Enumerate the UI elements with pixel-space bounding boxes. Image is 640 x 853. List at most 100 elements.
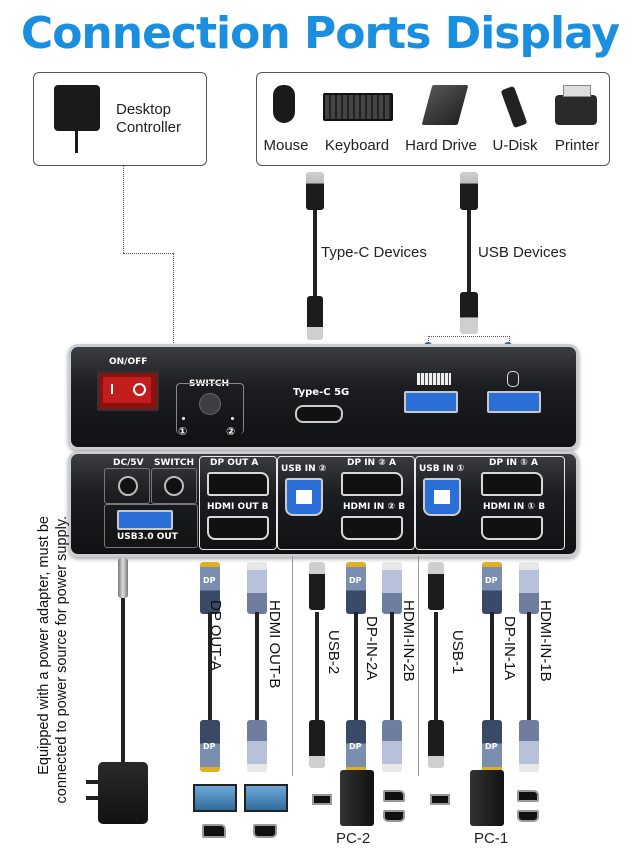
keyboard-icon <box>323 93 393 121</box>
pc-2-label: PC-2 <box>336 830 371 847</box>
monitor-a-port-icon <box>202 824 226 838</box>
cable-dp-in-1a-dp-text-bottom: DP <box>485 742 498 751</box>
typec-port-label: Type-C 5G <box>293 387 350 398</box>
cable-dp-in-1a-plug-bottom <box>482 720 502 772</box>
controller-cord <box>75 131 78 153</box>
dc-power-port[interactable] <box>118 476 138 496</box>
device-label-u-disk: U-Disk <box>492 137 538 154</box>
usb-in-1-port[interactable] <box>423 478 461 516</box>
kvm-back-panel: DC/5V SWITCH USB3.0 OUT DP OUT A HDMI OU… <box>68 451 579 557</box>
hdmi-out-b-port[interactable] <box>207 516 269 540</box>
usb-cable-bottom-plug <box>460 292 478 334</box>
back-switch-label: SWITCH <box>154 458 195 468</box>
monitor-icon-a <box>193 784 237 812</box>
input-2-port-group <box>277 456 415 550</box>
front-usb-port-mouse[interactable] <box>487 391 541 413</box>
power-switch[interactable] <box>97 371 159 411</box>
cable-label-dp-out-a: DP OUT-A <box>207 600 224 671</box>
typec-port[interactable] <box>295 405 343 423</box>
switch-button[interactable] <box>199 393 221 415</box>
cable-hdmi-in-2b-wire <box>390 612 394 722</box>
hdmi-in-1b-port[interactable] <box>481 516 543 540</box>
pc-2-usb-port-icon <box>312 794 332 805</box>
hdmi-out-b-label: HDMI OUT B <box>207 502 269 512</box>
kvm-front-panel: ON/OFF SWITCH ① ② Type-C 5G <box>68 344 579 450</box>
typec-cable-bottom-plug <box>307 296 323 340</box>
cable-dp-in-2a-dp-text-bottom: DP <box>349 742 362 751</box>
power-adapter-prongs <box>86 780 98 784</box>
u-disk-icon <box>500 85 528 129</box>
cable-usb-1-plug-top <box>428 562 444 610</box>
cable-hdmi-in-2b-plug-top <box>382 562 402 614</box>
usb3-out-frame <box>104 504 198 548</box>
cable-dp-in-1a-wire <box>490 612 494 722</box>
typec-devices-label: Type-C Devices <box>321 244 427 261</box>
cable-dp-in-2a-plug-bottom <box>346 720 366 772</box>
cable-hdmi-in-2b-plug-bottom <box>382 720 402 772</box>
front-switch-frame <box>176 383 244 434</box>
controller-dotted-line-h <box>123 253 173 254</box>
cable-hdmi-in-1b-wire <box>527 612 531 722</box>
dp-out-a-port[interactable] <box>207 472 269 496</box>
dp-out-a-label: DP OUT A <box>210 458 259 468</box>
usb3-out-port[interactable] <box>117 510 173 530</box>
printer-icon <box>555 85 597 125</box>
cable-dp-in-2a-wire <box>354 612 358 722</box>
controller-icon <box>54 85 100 131</box>
cable-dp-out-a-dp-text-bottom: DP <box>203 742 216 751</box>
dp-in-1a-port[interactable] <box>481 472 543 496</box>
cable-dp-in-1a-plug-top <box>482 562 502 614</box>
typec-cable-wire <box>313 210 317 300</box>
cable-usb-1-wire <box>434 612 438 722</box>
back-switch-port-frame <box>151 468 197 504</box>
controller-label-line2: Controller <box>116 119 182 136</box>
cable-label-usb-1: USB-1 <box>449 630 466 675</box>
back-switch-port[interactable] <box>164 476 184 496</box>
usb-devices-label: USB Devices <box>478 244 567 261</box>
cable-group-divider-2 <box>418 556 419 776</box>
cable-usb-1-plug-bottom <box>428 720 444 768</box>
dc-label: DC/5V <box>113 458 144 468</box>
switch-indicator-1: ① <box>178 425 188 438</box>
usb3-out-label: USB3.0 OUT <box>117 532 178 542</box>
pc-2-dp-port-icon <box>383 790 405 802</box>
dp-in-2a-port[interactable] <box>341 472 403 496</box>
usb-in-2-label: USB IN ② <box>281 464 327 474</box>
usb-in-1-label: USB IN ① <box>419 464 465 474</box>
cable-hdmi-out-b-plug-top <box>247 562 267 614</box>
power-cable-plug-top <box>118 558 128 598</box>
front-usb-port-keyboard[interactable] <box>404 391 458 413</box>
page-title: Connection Ports Display <box>20 8 620 59</box>
onoff-label: ON/OFF <box>109 357 148 367</box>
hdmi-in-2b-port[interactable] <box>341 516 403 540</box>
cable-dp-in-2a-dp-text-top: DP <box>349 576 362 585</box>
desktop-controller-box: Desktop Controller <box>33 72 207 166</box>
monitor-b-port-icon <box>253 824 277 838</box>
cable-dp-in-2a-plug-top <box>346 562 366 614</box>
cable-usb-2-plug-top <box>309 562 325 610</box>
power-note-line2: connected to power source for power supp… <box>54 516 70 804</box>
cable-dp-out-a-wire <box>208 612 212 722</box>
hdmi-in-2b-label: HDMI IN ② B <box>343 502 406 512</box>
switch-led-2 <box>231 417 234 420</box>
front-switch-label: SWITCH <box>189 379 230 389</box>
cable-label-hdmi-in-1b: HDMI-IN-1B <box>537 600 554 682</box>
usb-in-2-port[interactable] <box>285 478 323 516</box>
cable-dp-out-a-plug-top <box>200 562 220 614</box>
cable-usb-2-plug-bottom <box>309 720 325 768</box>
cable-label-usb-2: USB-2 <box>325 630 342 675</box>
typec-cable-top-plug <box>306 172 324 210</box>
input-1-port-group <box>415 456 565 550</box>
pc-1-dp-port-icon <box>517 790 539 802</box>
pc-1-hdmi-port-icon <box>517 810 539 822</box>
power-adapter-icon <box>98 762 148 824</box>
cable-label-dp-in-2a: DP-IN-2A <box>363 616 380 681</box>
hdmi-in-1b-label: HDMI IN ① B <box>483 502 546 512</box>
cable-hdmi-in-1b-plug-bottom <box>519 720 539 772</box>
hard-drive-icon <box>421 85 469 125</box>
dp-in-1a-label: DP IN ① A <box>489 458 538 468</box>
switch-led-1 <box>182 417 185 420</box>
pc-1-tower-icon <box>470 770 504 826</box>
mouse-port-icon <box>507 371 519 387</box>
cable-hdmi-in-1b-plug-top <box>519 562 539 614</box>
